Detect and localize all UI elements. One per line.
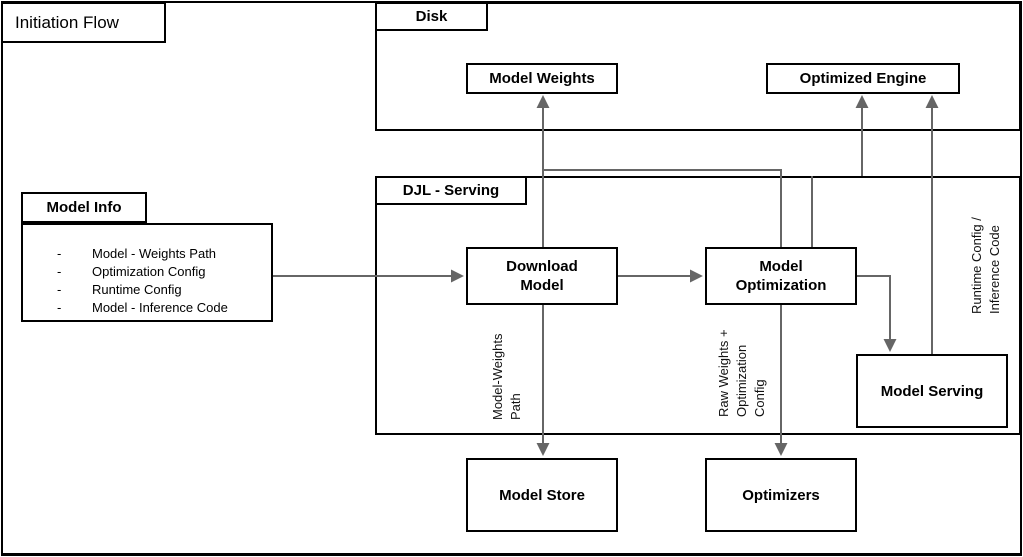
model-info-item: - Model - Inference Code [23, 299, 271, 317]
edge-label-raw-weights: Raw Weights + Optimization Config [716, 329, 767, 417]
diagram-title: Initiation Flow [1, 2, 166, 43]
bullet: - [57, 246, 62, 261]
disk-container-label: Disk [375, 2, 488, 31]
model-info-item-text: Optimization Config [92, 264, 206, 279]
djl-serving-container-label: DJL - Serving [375, 176, 527, 205]
model-info-label: Model Info [21, 192, 147, 223]
node-model-store: Model Store [466, 458, 618, 532]
model-info-item: - Runtime Config [23, 281, 271, 299]
edge-label-model-weights-path: Model-Weights Path [490, 333, 523, 420]
node-optimizers: Optimizers [705, 458, 857, 532]
disk-container [375, 2, 1021, 131]
node-model-serving: Model Serving [856, 354, 1008, 428]
model-info-item: - Optimization Config [23, 263, 271, 281]
model-info-item-text: Model - Inference Code [92, 300, 228, 315]
bullet: - [57, 300, 62, 315]
edge-label-runtime-config: Runtime Config / Inference Code [969, 217, 1002, 314]
bullet: - [57, 264, 62, 279]
model-info-item: - Model - Weights Path [23, 245, 271, 263]
model-info-box: - Model - Weights Path - Optimization Co… [21, 223, 273, 322]
model-info-item-text: Runtime Config [92, 282, 182, 297]
bullet: - [57, 282, 62, 297]
node-optimized-engine: Optimized Engine [766, 63, 960, 94]
model-info-item-text: Model - Weights Path [92, 246, 217, 261]
node-download-model: Download Model [466, 247, 618, 305]
node-model-weights: Model Weights [466, 63, 618, 94]
node-model-optimization: Model Optimization [705, 247, 857, 305]
